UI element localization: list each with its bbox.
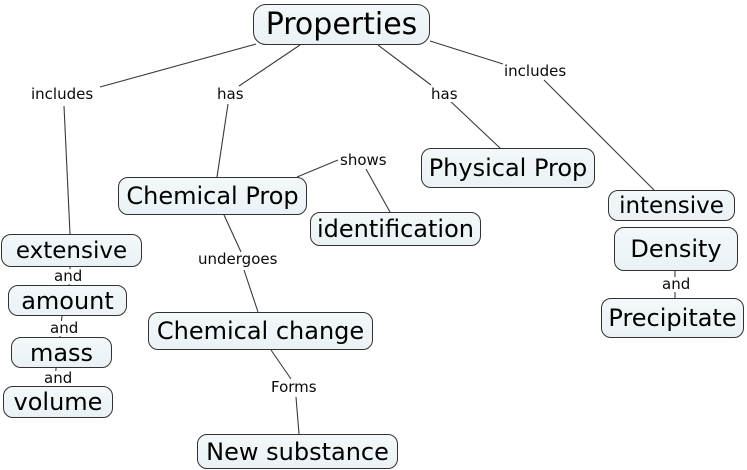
node-chemical-prop[interactable]: Chemical Prop bbox=[118, 177, 307, 215]
node-mass[interactable]: mass bbox=[11, 337, 112, 368]
edge-properties-includes-left-b bbox=[63, 105, 71, 235]
node-physical-prop[interactable]: Physical Prop bbox=[421, 148, 595, 188]
edge-chemicalprop-undergoes-b bbox=[243, 269, 259, 313]
edge-label-forms[interactable]: Forms bbox=[270, 378, 318, 396]
edge-label-has-left[interactable]: has bbox=[216, 85, 245, 103]
node-new-substance[interactable]: New substance bbox=[197, 434, 398, 469]
edge-properties-includes-right-b bbox=[543, 79, 656, 192]
node-precipitate[interactable]: Precipitate bbox=[601, 298, 744, 338]
node-density[interactable]: Density bbox=[614, 227, 738, 271]
edge-label-undergoes[interactable]: undergoes bbox=[197, 250, 279, 268]
edge-label-and-3[interactable]: and bbox=[43, 369, 74, 387]
edge-chemicalchange-forms-a bbox=[270, 349, 292, 380]
edge-label-includes-right[interactable]: includes bbox=[503, 62, 568, 80]
node-identification[interactable]: identification bbox=[310, 212, 481, 246]
node-extensive[interactable]: extensive bbox=[1, 234, 142, 267]
edge-properties-includes-right-a bbox=[429, 40, 504, 65]
edge-properties-includes-left-a bbox=[99, 43, 257, 88]
edge-label-and-2[interactable]: and bbox=[49, 319, 80, 337]
node-intensive[interactable]: intensive bbox=[608, 190, 735, 221]
node-chemical-change[interactable]: Chemical change bbox=[148, 312, 373, 350]
edge-label-and-4[interactable]: and bbox=[661, 275, 692, 293]
edge-label-and-1[interactable]: and bbox=[53, 267, 84, 285]
edge-properties-has-left-b bbox=[216, 103, 229, 178]
edge-chemicalprop-shows-a bbox=[296, 159, 339, 178]
edge-properties-has-right-b bbox=[447, 98, 501, 149]
edge-properties-has-right-a bbox=[377, 44, 432, 86]
edge-properties-has-left-a bbox=[238, 44, 301, 87]
edge-chemicalprop-shows-b bbox=[365, 168, 391, 213]
node-volume[interactable]: volume bbox=[3, 386, 113, 418]
node-properties[interactable]: Properties bbox=[253, 4, 430, 45]
edge-label-includes-left[interactable]: includes bbox=[30, 85, 95, 103]
edge-chemicalchange-forms-b bbox=[295, 396, 300, 435]
edge-chemicalprop-undergoes-a bbox=[223, 214, 242, 253]
node-amount[interactable]: amount bbox=[8, 285, 127, 316]
edge-label-shows[interactable]: shows bbox=[339, 151, 388, 169]
edge-label-has-right[interactable]: has bbox=[430, 85, 459, 103]
